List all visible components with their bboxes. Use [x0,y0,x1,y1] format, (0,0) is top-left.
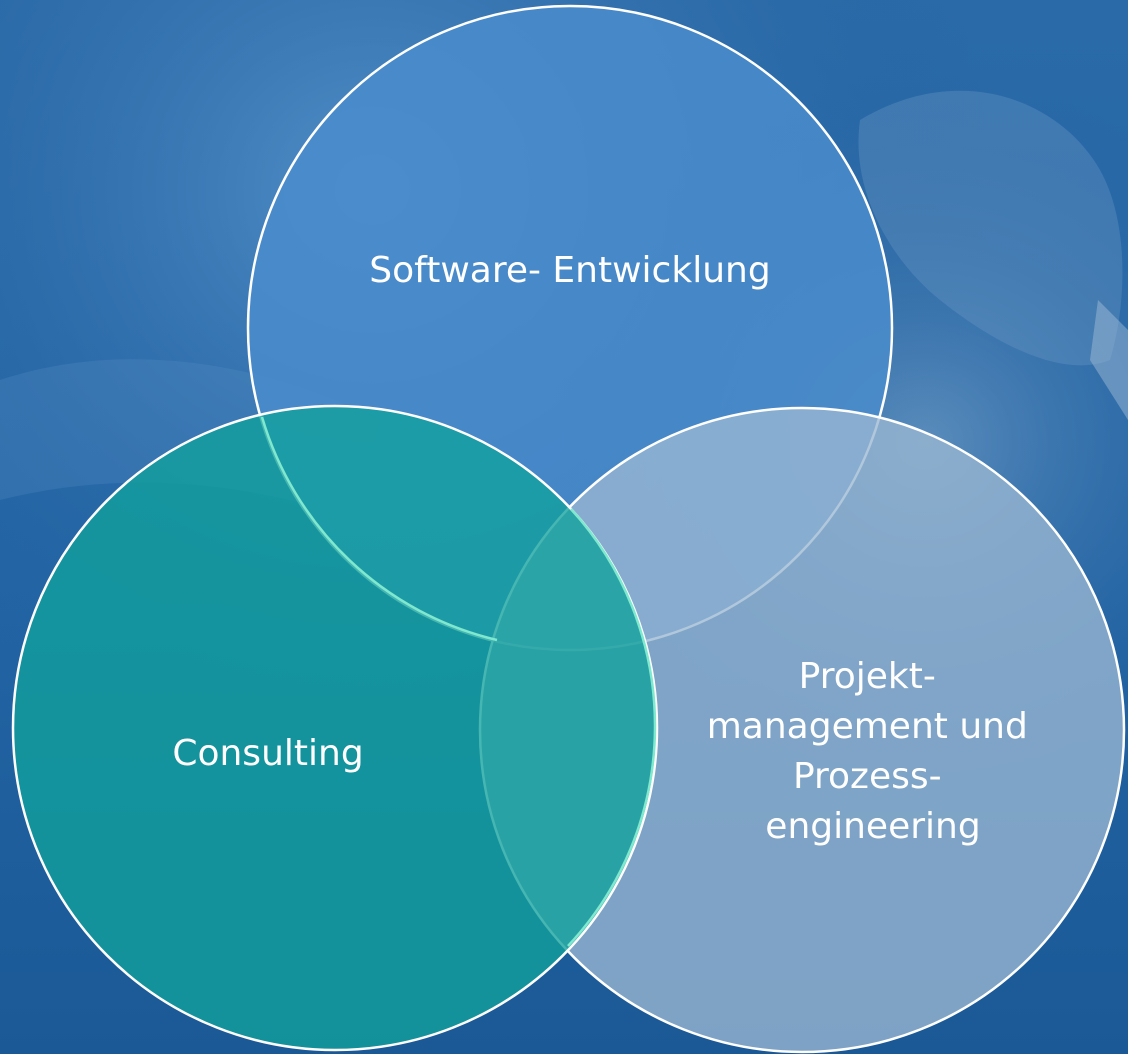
label-project-line-1: Projekt- [799,656,936,697]
label-consulting-line: Consulting [172,733,363,774]
circle-consulting [11,404,659,1052]
label-project-line-4: engineering [765,806,980,847]
label-project-line-2: management und [707,706,1028,747]
label-project-line-3: Prozess- [793,756,942,797]
overlap-outline-software-consulting [260,416,498,642]
blurred-pen-shape [1090,300,1128,420]
label-software-line: Software- Entwicklung [369,250,770,291]
blurred-hand-shape [858,90,1123,366]
circle-consulting-shape [11,404,659,1052]
label-consulting: Consulting [172,733,363,774]
label-project: Projekt- management und Prozess- enginee… [707,656,1040,847]
overlap-outline-consulting-project [567,508,657,947]
label-software: Software- Entwicklung [369,250,770,291]
